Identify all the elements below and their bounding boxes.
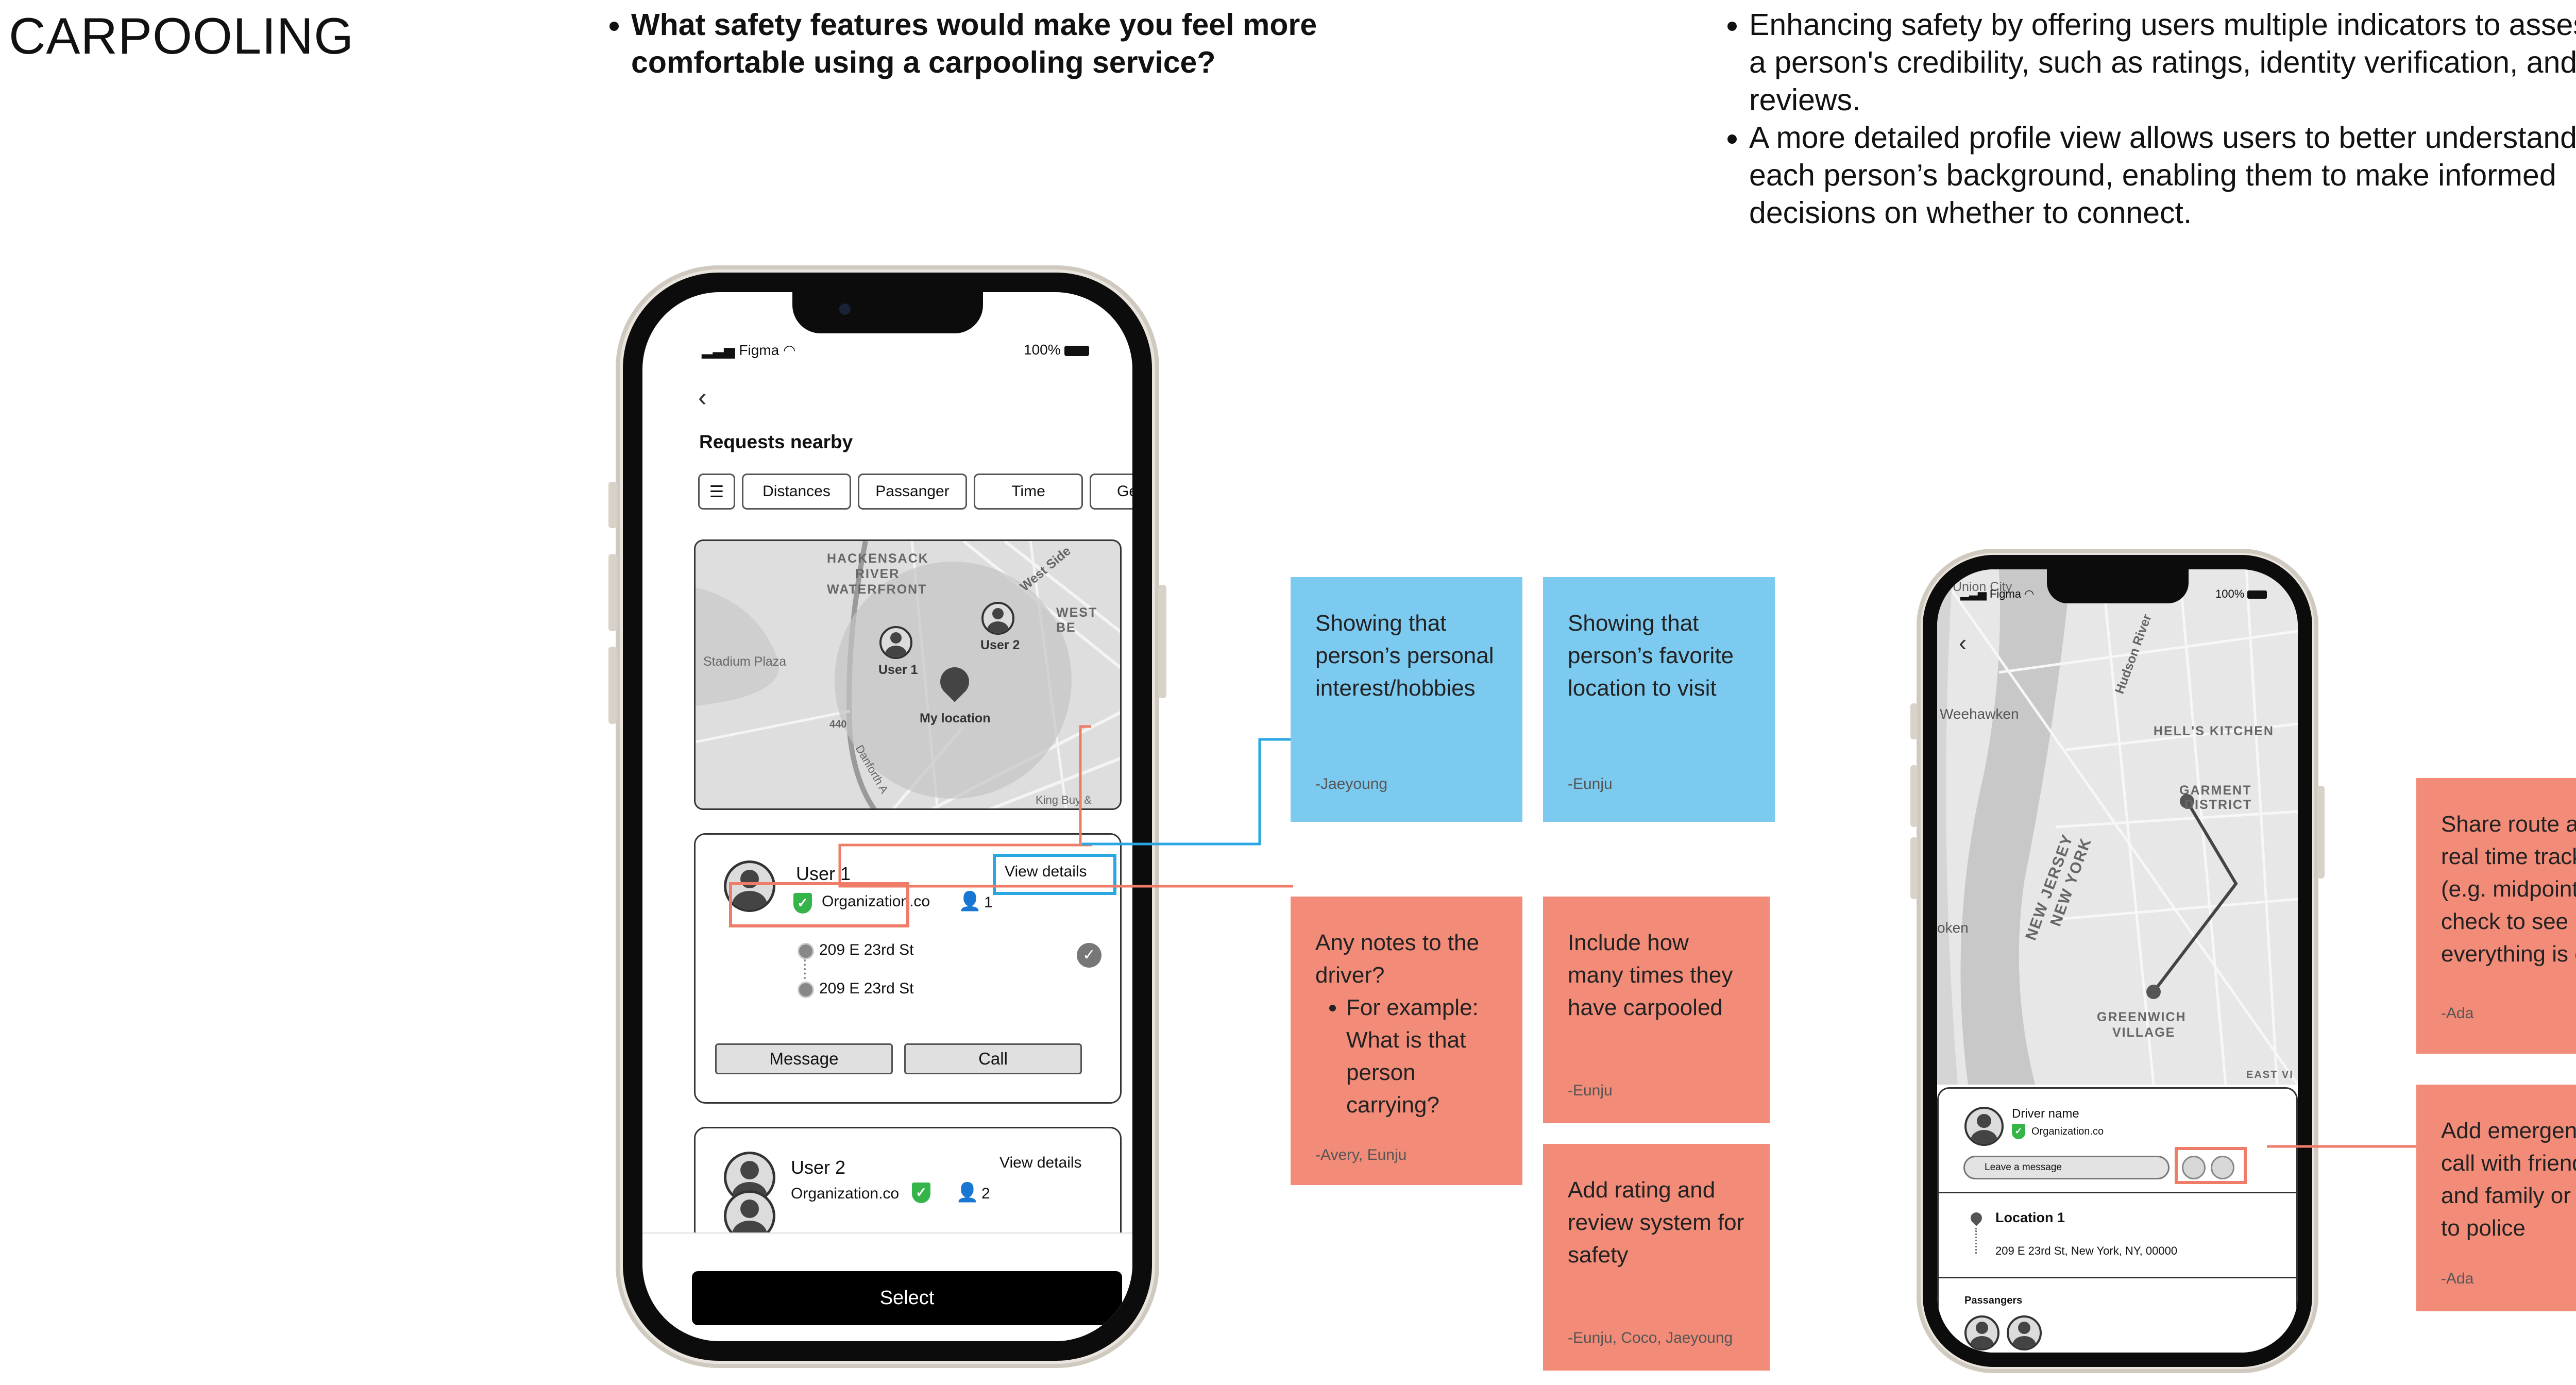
carrier-label: Figma (1989, 587, 2022, 600)
finding-item: Enhancing safety by offering users multi… (1749, 6, 2576, 119)
note-author: -Ada (2441, 1270, 2474, 1287)
passenger-avatar (1964, 1315, 1999, 1350)
sticky-note-emergency-call: Add emergency call with friends and fami… (2416, 1085, 2576, 1311)
view-details-link[interactable]: View details (999, 1154, 1082, 1171)
user-organization: Organization.co (791, 1185, 900, 1202)
driver-organization: Organization.co (2031, 1126, 2104, 1137)
nearby-map[interactable]: HACKENSACK RIVER WATERFRONT West Side WE… (694, 539, 1122, 810)
view-details-link[interactable]: View details (1005, 863, 1087, 880)
sticky-note-hobbies: Showing that person’s personal interest/… (1291, 577, 1522, 822)
phone-screen: ▂▃▅ Figma ◠ 100% ‹ Requests nearby ☰ Dis… (642, 292, 1132, 1341)
wifi-icon: ◠ (783, 342, 796, 358)
sliders-icon: ☰ (709, 482, 724, 501)
sticky-note-driver-notes: Any notes to the driver? For example: Wh… (1291, 897, 1522, 1185)
signal-icon: ▂▃▅ (1960, 587, 1987, 600)
phone-mockup-ride-tracking: Union City Weehawken Hudson River HELL'S… (1910, 549, 2325, 1373)
pickup-address: 209 E 23rd St (819, 941, 914, 958)
note-author: -Eunju, Coco, Jaeyoung (1568, 1329, 1733, 1346)
stop-dot-icon (798, 982, 814, 998)
map-roads (1937, 569, 2298, 1085)
stop-dot-icon (798, 943, 814, 959)
route-map[interactable]: Union City Weehawken Hudson River HELL'S… (1937, 569, 2298, 1085)
phone-screen: Union City Weehawken Hudson River HELL'S… (1937, 569, 2298, 1353)
sticky-note-carpool-count: Include how many times they have carpool… (1543, 897, 1770, 1123)
note-author: -Ada (2441, 1005, 2474, 1022)
message-input[interactable]: Leave a message (1963, 1156, 2170, 1179)
map-user-1-icon[interactable] (879, 626, 912, 659)
check-circle-icon[interactable]: ✓ (1077, 943, 1101, 968)
verified-shield-icon: ✓ (2012, 1124, 2025, 1139)
filter-settings-button[interactable]: ☰ (698, 474, 735, 510)
filter-bar: ☰ Distances Passanger Time Gend (698, 474, 1132, 511)
research-question: What safety features would make you feel… (598, 6, 1435, 81)
verified-shield-icon: ✓ (912, 1183, 930, 1203)
select-button[interactable]: Select (692, 1271, 1122, 1325)
note-author: -Eunju (1568, 775, 1613, 792)
user-organization: Organization.co (822, 893, 930, 910)
sos-button-icon[interactable] (2211, 1156, 2234, 1179)
call-button[interactable]: Call (904, 1043, 1082, 1074)
passenger-count-icon: 👤 (956, 1181, 979, 1203)
back-chevron-icon[interactable]: ‹ (1959, 629, 1967, 656)
page-title: CARPOOLING (9, 7, 354, 64)
battery-label: 100% (2215, 587, 2245, 600)
passenger-avatar (2007, 1315, 2042, 1350)
sticky-note-favorite-location: Showing that person’s favorite location … (1543, 577, 1775, 822)
section-heading: Requests nearby (699, 431, 853, 452)
sticky-note-route-tracking: Share route and real time tracking (e.g.… (2416, 778, 2576, 1054)
passenger-count-icon: 👤 (958, 890, 981, 911)
battery-icon (1064, 345, 1090, 356)
phone-mockup-requests: ▂▃▅ Figma ◠ 100% ‹ Requests nearby ☰ Dis… (608, 265, 1166, 1368)
passenger-count: 1 (984, 894, 993, 911)
user-name: User 1 (796, 863, 851, 884)
note-author: -Eunju (1568, 1082, 1613, 1099)
wifi-icon: ◠ (2024, 587, 2035, 600)
map-user-2-icon[interactable] (981, 602, 1014, 635)
sticky-note-rating-review: Add rating and review system for safety … (1543, 1144, 1770, 1371)
dropoff-address: 209 E 23rd St (819, 980, 914, 997)
user-avatar (724, 860, 775, 912)
location-address: 209 E 23rd St, New York, NY, 00000 (1995, 1244, 2178, 1257)
back-chevron-icon[interactable]: ‹ (698, 383, 707, 412)
call-button-icon[interactable] (2182, 1156, 2206, 1179)
filter-chip-time[interactable]: Time (974, 474, 1083, 510)
carrier-label: Figma (739, 342, 779, 358)
battery-icon (2247, 590, 2267, 599)
request-card[interactable]: User 1 ✓ Organization.co 👤 1 View detail… (694, 833, 1122, 1104)
finding-item: A more detailed profile view allows user… (1749, 119, 2576, 232)
driver-name: Driver name (2012, 1107, 2079, 1121)
battery-label: 100% (1024, 342, 1061, 358)
message-button[interactable]: Message (715, 1043, 893, 1074)
status-bar: ▂▃▅ Figma ◠ (702, 342, 795, 359)
note-bullet: For example: What is that person carryin… (1346, 991, 1498, 1121)
highlight-view-details (993, 854, 1116, 895)
ride-bottom-sheet: Driver name ✓ Organization.co Leave a me… (1937, 1087, 2298, 1353)
highlight-call-buttons (2175, 1147, 2247, 1184)
status-bar: ▂▃▅ Figma ◠ (1960, 587, 2034, 601)
filter-chip-gender[interactable]: Gend (1090, 474, 1132, 510)
passenger-count: 2 (981, 1185, 990, 1202)
note-author: -Avery, Eunju (1315, 1146, 1407, 1163)
highlight-organization (729, 882, 909, 927)
note-author: -Jaeyoung (1315, 775, 1388, 792)
location-title: Location 1 (1995, 1210, 2065, 1225)
passengers-label: Passangers (1964, 1295, 2023, 1306)
filter-chip-distances[interactable]: Distances (742, 474, 851, 510)
question-item: What safety features would make you feel… (631, 6, 1435, 81)
driver-avatar (1964, 1107, 2004, 1146)
user-name: User 2 (791, 1157, 846, 1178)
verified-shield-icon: ✓ (793, 893, 812, 914)
signal-icon: ▂▃▅ (702, 342, 735, 358)
filter-chip-passanger[interactable]: Passanger (858, 474, 967, 510)
findings-list: Enhancing safety by offering users multi… (1716, 6, 2576, 232)
